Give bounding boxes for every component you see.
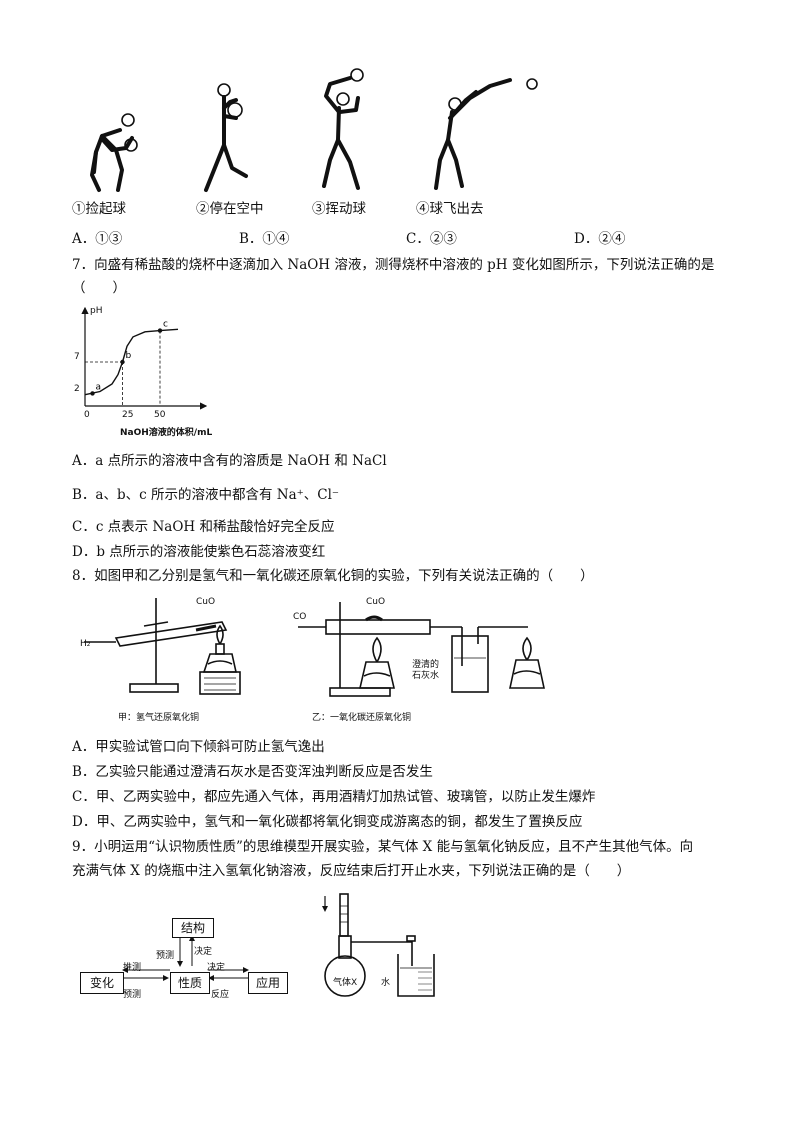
point-label-a: a — [96, 382, 102, 392]
concept-arrows — [122, 935, 249, 981]
q8-option-b: B．乙实验只能通过澄清石灰水是否变浑浊判断反应是否发生 — [72, 764, 433, 780]
caption-jia: 甲：氢气还原氧化铜 — [118, 713, 200, 723]
x-tick-50: 50 — [154, 410, 166, 420]
apparatus-jia-drawing — [84, 598, 241, 695]
x-axis-label: NaOH溶液的体积/mL — [120, 428, 213, 438]
figure-picking-up-ball — [90, 113, 138, 192]
y-tick-7: 7 — [74, 352, 80, 362]
node-structure: 结构 — [172, 918, 214, 938]
q6-option-b: B．①④ — [239, 231, 290, 247]
node-property: 性质 — [170, 972, 210, 994]
q6-option-d: D．②④ — [574, 231, 626, 247]
node-change: 变化 — [80, 972, 124, 994]
y-axis-label: pH — [90, 306, 103, 316]
caption-2: ②停在空中 — [196, 201, 264, 217]
q7-option-b: B．a、b、c 所示的溶液中都含有 Na⁺、Cl⁻ — [72, 487, 340, 503]
x-tick-0: 0 — [84, 410, 90, 420]
q7-option-c: C．c 点表示 NaOH 和稀盐酸恰好完全反应 — [72, 519, 335, 535]
ph-chart-svg: a b c — [81, 306, 208, 410]
gas-x-label: 气体X — [333, 978, 358, 988]
q7-stem: 7．向盛有稀盐酸的烧杯中逐滴加入 NaOH 溶液，测得烧杯中溶液的 pH 变化如… — [72, 257, 715, 273]
point-label-b: b — [126, 351, 132, 361]
caption-1: ①捡起球 — [72, 201, 126, 217]
label-predict-left: 预测 — [123, 990, 142, 1000]
caption-yi: 乙：一氧化碳还原氧化铜 — [312, 713, 412, 723]
label-predict-up: 预测 — [156, 951, 175, 961]
ph-curve — [84, 328, 179, 396]
figure-ball-in-air — [204, 83, 248, 192]
q9-line-1: 9．小明运用“认识物质性质”的思维模型开展实验，某气体 X 能与氢氧化钠反应，且… — [72, 839, 694, 855]
point-label-c: c — [163, 320, 168, 330]
point-a — [90, 391, 95, 396]
point-c — [157, 328, 163, 333]
apparatus-yi-drawing — [298, 602, 545, 697]
q8-option-a: A．甲实验试管口向下倾斜可防止氢气逸出 — [72, 739, 325, 755]
caption-3: ③挥动球 — [312, 201, 366, 217]
stick-figures-drawing — [90, 68, 538, 192]
q7-paren: （ ） — [72, 280, 126, 296]
point-b — [120, 359, 125, 365]
q8-option-c: C．甲、乙两实验中，都应先通入气体，再用酒精灯加热试管、玻璃管，以防止发生爆炸 — [72, 789, 596, 805]
node-application: 应用 — [248, 972, 288, 994]
limewater-label: 澄清的 石灰水 — [412, 660, 440, 681]
label-decide-up: 决定 — [194, 947, 213, 957]
co-label: CO — [293, 612, 307, 622]
h2-label: H₂ — [80, 639, 91, 649]
q7-option-d: D．b 点所示的溶液能使紫色石蕊溶液变红 — [72, 544, 326, 560]
q9-line-2: 充满气体 X 的烧瓶中注入氢氧化钠溶液，反应结束后打开止水夹，下列说法正确的是（… — [72, 863, 631, 879]
label-infer: 推测 — [123, 963, 142, 973]
label-decide-right: 决定 — [207, 963, 226, 973]
flask-drawing — [322, 893, 435, 997]
q8-stem: 8．如图甲和乙分别是氢气和一氧化碳还原氧化铜的实验，下列有关说法正确的（ ） — [72, 568, 594, 584]
q7-option-a: A．a 点所示的溶液中含有的溶质是 NaOH 和 NaCl — [72, 453, 387, 469]
x-tick-25: 25 — [122, 410, 134, 420]
q6-option-a: A．①③ — [72, 231, 123, 247]
cuo-label-jia: CuO — [196, 597, 216, 607]
caption-4: ④球飞出去 — [416, 201, 484, 217]
q6-option-c: C．②③ — [406, 231, 457, 247]
water-label: 水 — [381, 978, 391, 988]
cuo-label-yi: CuO — [366, 597, 386, 607]
figure-ball-flying — [434, 78, 538, 190]
figure-swinging-ball — [322, 68, 364, 190]
y-tick-2: 2 — [74, 384, 80, 394]
q8-option-d: D．甲、乙两实验中，氢气和一氧化碳都将氧化铜变成游离态的铜，都发生了置换反应 — [72, 814, 583, 830]
label-reflect: 反应 — [211, 990, 230, 1000]
